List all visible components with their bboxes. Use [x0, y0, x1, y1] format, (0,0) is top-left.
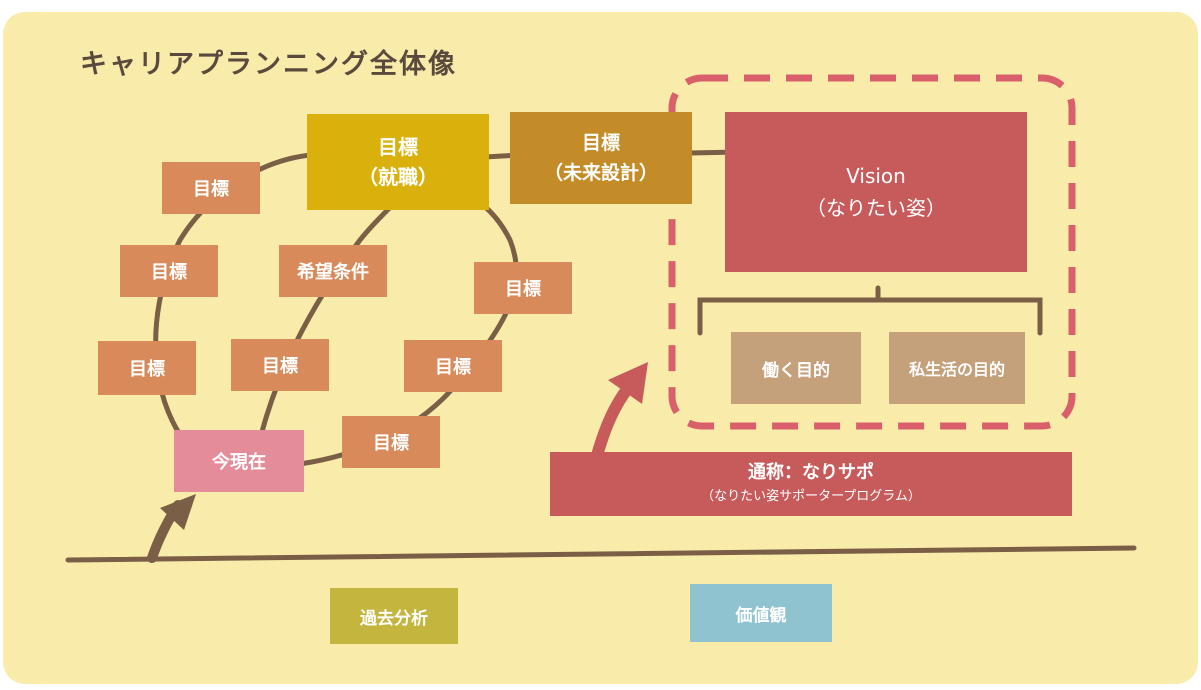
- private-purpose-box: 私生活の目的: [889, 332, 1025, 404]
- vision-line2: （なりたい姿）: [806, 196, 946, 220]
- past-analysis-box: 過去分析: [330, 588, 458, 644]
- nickname-bar: 通称：なりサポ （なりたい姿サポータープログラム）: [550, 452, 1072, 516]
- vision-line1: Vision: [846, 164, 906, 188]
- goal-future-line2: （未来設計）: [543, 162, 658, 184]
- goal-job-box: 目標 （就職）: [307, 114, 489, 210]
- work-purpose-box: 働く目的: [731, 332, 861, 404]
- goal-label: 目標: [435, 357, 471, 378]
- goal-job-line2: （就職）: [358, 165, 438, 189]
- arrow-up-left-head: [160, 494, 196, 530]
- goal-box: 目標: [120, 245, 218, 297]
- vision-bracket: [697, 285, 1043, 336]
- goal-label: 目標: [505, 279, 541, 300]
- timeline-baseline: [65, 545, 1137, 563]
- current-box: 今現在: [174, 430, 304, 492]
- goal-box: 目標: [474, 262, 572, 314]
- goal-box: 目標: [342, 416, 440, 468]
- goal-label: 目標: [151, 262, 187, 283]
- goal-box: 目標: [162, 162, 260, 214]
- page-title: キャリアプランニング全体像: [80, 49, 457, 80]
- goal-label: 目標: [373, 433, 409, 454]
- work-purpose-label: 働く目的: [762, 360, 830, 381]
- arrow-up-right-head: [608, 362, 648, 404]
- goal-label: 目標: [262, 356, 298, 377]
- nickname-line2: （なりたい姿サポータープログラム）: [701, 489, 921, 504]
- private-purpose-label: 私生活の目的: [908, 360, 1005, 379]
- conditions-box: 希望条件: [279, 245, 387, 297]
- loop-left: [153, 151, 363, 465]
- goal-label: 目標: [129, 359, 165, 380]
- goal-future-box: 目標 （未来設計）: [510, 112, 692, 204]
- vision-dashed-frame: [668, 74, 1076, 430]
- goal-job-line1: 目標: [378, 135, 418, 159]
- past-analysis-label: 過去分析: [360, 608, 428, 629]
- values-box: 価値観: [690, 584, 832, 642]
- conditions-label: 希望条件: [297, 262, 369, 283]
- goal-label: 目標: [193, 179, 229, 200]
- nickname-line1: 通称：なりサポ: [748, 462, 874, 483]
- vision-box: Vision （なりたい姿）: [725, 112, 1027, 272]
- current-label: 今現在: [212, 452, 266, 473]
- arrow-up-right: [592, 382, 634, 458]
- goal-future-line1: 目標: [581, 132, 620, 154]
- goal-box: 目標: [98, 341, 196, 395]
- values-label: 価値観: [735, 605, 787, 626]
- goal-box: 目標: [231, 339, 329, 391]
- goal-box: 目標: [404, 340, 502, 392]
